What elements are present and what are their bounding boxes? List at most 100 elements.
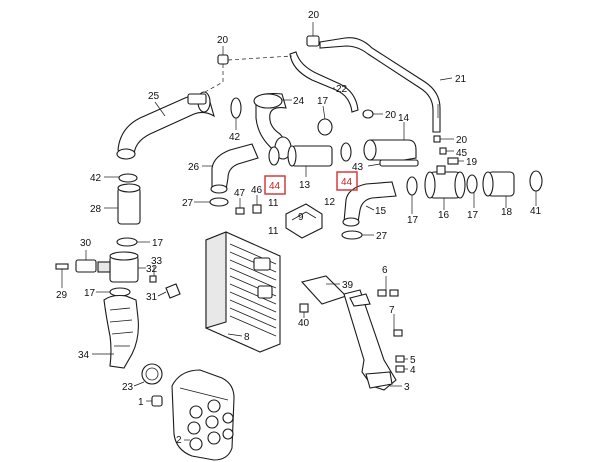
- callout-6: 6: [382, 265, 388, 276]
- part-27-clamp-right: [341, 230, 374, 240]
- callout-30: 30: [80, 238, 92, 249]
- callout-20: 20: [308, 10, 320, 21]
- part-15-hose: [342, 181, 397, 227]
- part-18-connector: [482, 171, 515, 208]
- part-28-coupler: [104, 183, 141, 225]
- part-22-hose: [289, 51, 359, 113]
- callout-27: 27: [182, 198, 194, 209]
- part-41-clamp: [529, 170, 543, 206]
- callout-47: 47: [234, 188, 246, 199]
- callout-42: 42: [90, 173, 102, 184]
- callout-3: 3: [404, 382, 410, 393]
- part-13-tube: [287, 145, 333, 177]
- callout-31: 31: [146, 292, 158, 303]
- part-30-sensor: [75, 250, 97, 273]
- part-20-clamp-left: [217, 46, 229, 65]
- part-8-intercooler: [205, 231, 281, 353]
- svg-text:44: 44: [269, 181, 281, 192]
- part-20-clamp-right: [362, 109, 383, 119]
- part-4-nut: [395, 365, 408, 373]
- callout-34: 34: [78, 350, 90, 361]
- part-17-clamp-lower-left: [96, 287, 131, 297]
- callout-5: 5: [410, 355, 416, 366]
- callout-2: 2: [176, 435, 182, 446]
- part-3-support-bracket: [343, 289, 402, 391]
- callout-8: 8: [244, 332, 250, 343]
- part-42-clamp-upper: [230, 97, 242, 130]
- callout-4: 4: [410, 365, 416, 376]
- part-45-sensor: [439, 147, 454, 155]
- part-47-bolt: [235, 198, 245, 215]
- part-29-screw: [55, 263, 69, 288]
- part-25-intake-pipe: [116, 91, 215, 160]
- callout-25: 25: [148, 91, 160, 102]
- part-17-clamp-upper: [317, 105, 333, 136]
- callout-28: 28: [90, 204, 102, 215]
- part-19-fitting: [447, 157, 464, 165]
- svg-text:44: 44: [341, 177, 353, 188]
- callout-11: 11: [268, 198, 279, 209]
- callout-20: 20: [385, 110, 397, 121]
- callout-7: 7: [389, 305, 395, 316]
- part-20-clamp-far-right: [433, 135, 454, 143]
- part-16-air-sensor-housing: [424, 165, 466, 210]
- part-6-bolts: [377, 276, 399, 297]
- callout-40: 40: [298, 318, 310, 329]
- callout-labels: 20 20 21 22 25 24 17 20 14 42 20 45 19 4…: [56, 10, 542, 446]
- callout-21: 21: [455, 74, 467, 85]
- callout-26: 26: [188, 162, 200, 173]
- callout-22: 22: [336, 84, 348, 95]
- part-34-intake-duct: [92, 294, 139, 369]
- callout-27: 27: [376, 231, 388, 242]
- callout-9: 9: [298, 212, 304, 223]
- callout-39: 39: [342, 280, 354, 291]
- part-17-clamp-16: [466, 174, 478, 208]
- part-14-tube: [363, 122, 417, 161]
- part-24-elbow-hose: [253, 92, 292, 160]
- part-7-bolts: [393, 314, 403, 337]
- part-40-bolt: [299, 303, 309, 318]
- callout-32: 32: [146, 264, 158, 275]
- part-23-clamp: [133, 363, 163, 387]
- callout-11: 11: [268, 226, 279, 237]
- part-43-pipe: [367, 159, 419, 167]
- part-17-clamp-13: [340, 142, 352, 162]
- highlighted-callout-44-left[interactable]: 44: [264, 175, 286, 195]
- callout-45: 45: [456, 148, 468, 159]
- callout-17: 17: [152, 238, 164, 249]
- callout-19: 19: [466, 157, 478, 168]
- part-9-bracket: [285, 203, 323, 239]
- callout-17: 17: [407, 215, 419, 226]
- callout-17: 17: [84, 288, 96, 299]
- part-31-bracket: [157, 283, 181, 299]
- callout-1: 1: [138, 397, 144, 408]
- part-20-top-clamp: [306, 22, 320, 47]
- part-2-air-filter-housing: [171, 369, 235, 461]
- callout-14: 14: [398, 113, 410, 124]
- part-42-clamp-lower: [104, 173, 138, 183]
- callout-24: 24: [293, 96, 305, 107]
- highlighted-callout-44-right[interactable]: 44: [336, 171, 358, 191]
- callout-18: 18: [501, 207, 513, 218]
- part-39-bracket: [300, 275, 348, 305]
- part-46-bolt: [252, 195, 262, 214]
- part-3-upper-bracket: [349, 293, 371, 307]
- part-17-clamp-15: [406, 176, 418, 214]
- callout-43: 43: [352, 162, 364, 173]
- callout-17: 17: [467, 210, 479, 221]
- callout-16: 16: [438, 210, 450, 221]
- callout-12: 12: [324, 197, 336, 208]
- part-33-bolt: [149, 266, 157, 283]
- part-5-bolt: [395, 355, 408, 363]
- callout-33: 33: [151, 256, 163, 267]
- callout-20: 20: [456, 135, 468, 146]
- callout-17: 17: [317, 96, 329, 107]
- callout-46: 46: [251, 185, 263, 196]
- part-17-clamp-26: [268, 146, 280, 166]
- callout-13: 13: [299, 180, 311, 191]
- part-17-clamp-left: [116, 237, 150, 247]
- callout-15: 15: [375, 206, 387, 217]
- callout-23: 23: [122, 382, 134, 393]
- part-27-clamp-left: [194, 197, 229, 207]
